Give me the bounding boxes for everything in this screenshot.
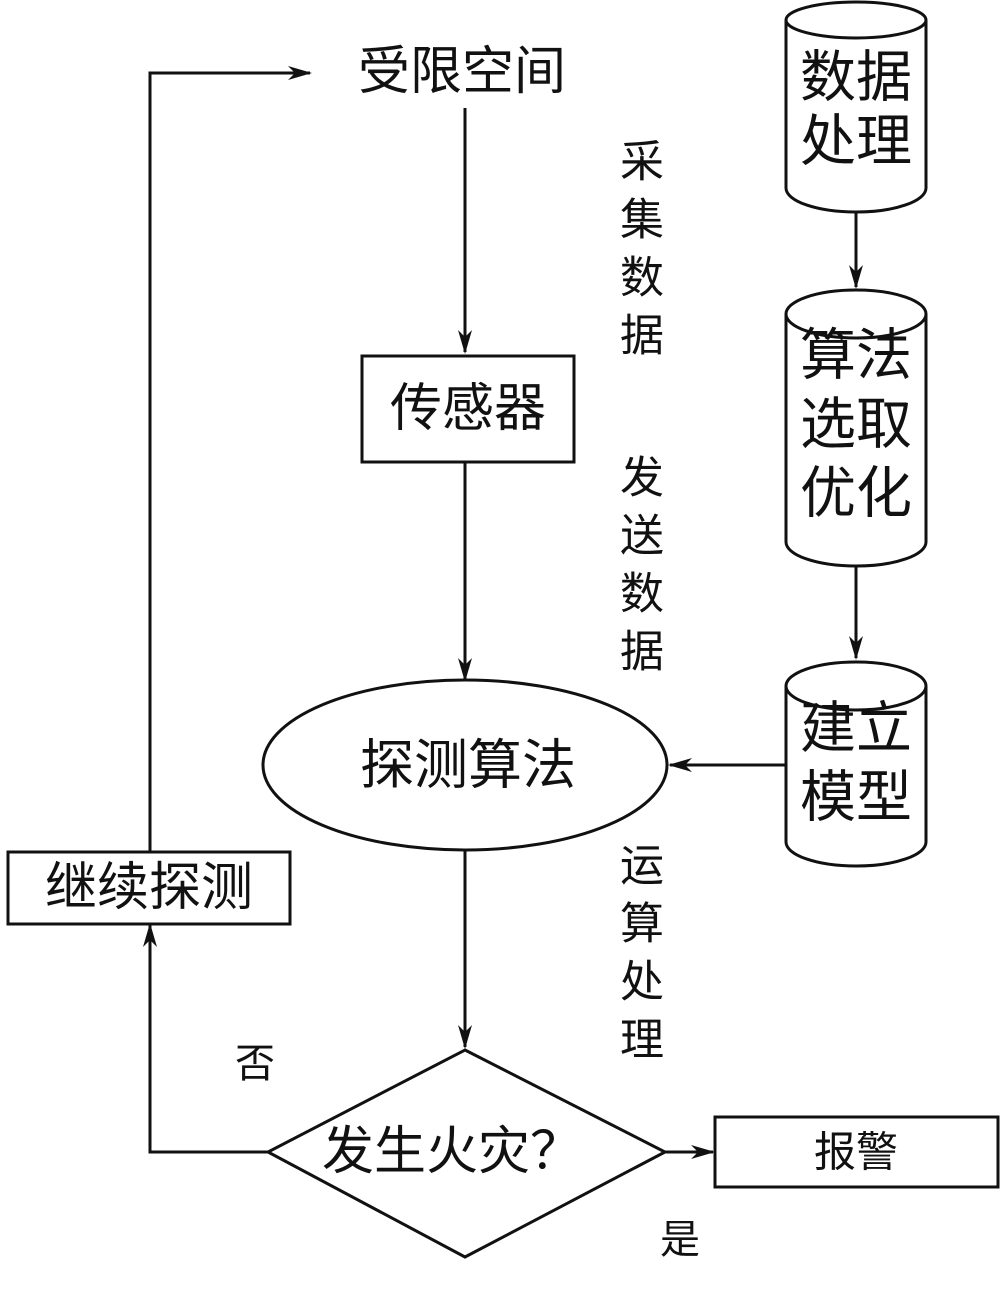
build-model-cylinder	[784, 660, 928, 868]
detection-algorithm-ellipse	[261, 678, 669, 852]
algorithm-selection-cylinder	[784, 288, 928, 568]
yes-label: 是	[660, 1217, 700, 1263]
alarm-label: 报警	[814, 1128, 898, 1177]
sensor-box	[360, 354, 576, 464]
compute-char-1: 运	[620, 841, 664, 892]
continue-detection-label: 继续探测	[45, 858, 253, 918]
detection-algorithm-label: 探测算法	[360, 734, 576, 797]
send-data-char-3: 数	[620, 569, 664, 620]
data-processing-label-line-1: 数据	[800, 46, 912, 111]
algorithm-selection-label-line-1: 算法	[800, 324, 912, 389]
collect-data-char-4: 据	[620, 311, 664, 362]
fire-decision-diamond	[264, 1048, 669, 1259]
send-data-char-1: 发	[620, 453, 664, 504]
alarm-box	[713, 1115, 1000, 1189]
sensor-label: 传感器	[390, 379, 546, 439]
send-data-char-2: 送	[620, 511, 664, 562]
send-data-char-4: 据	[620, 627, 664, 678]
continue-detection-box	[6, 850, 292, 926]
algorithm-selection-label-line-3: 优化	[800, 462, 912, 527]
collect-data-char-2: 集	[620, 195, 664, 246]
collect-data-char-1: 采	[620, 137, 664, 188]
build-model-label-line-2: 模型	[800, 766, 912, 831]
data-processing-cylinder	[784, 0, 928, 214]
fire-question-label: 发生火灾？	[322, 1122, 582, 1182]
compute-char-2: 算	[620, 899, 664, 950]
edge-decision-to-continue	[143, 923, 268, 1154]
no-label: 否	[235, 1041, 275, 1087]
edge-continue-to-space	[148, 66, 312, 852]
compute-char-4: 理	[620, 1015, 664, 1066]
confined-space-label: 受限空间	[358, 42, 566, 102]
compute-char-3: 处	[620, 957, 664, 1008]
collect-data-char-3: 数	[620, 253, 664, 304]
data-processing-label-line-2: 处理	[800, 110, 912, 175]
algorithm-selection-label-line-2: 选取	[800, 393, 912, 458]
build-model-label-line-1: 建立	[800, 697, 912, 762]
